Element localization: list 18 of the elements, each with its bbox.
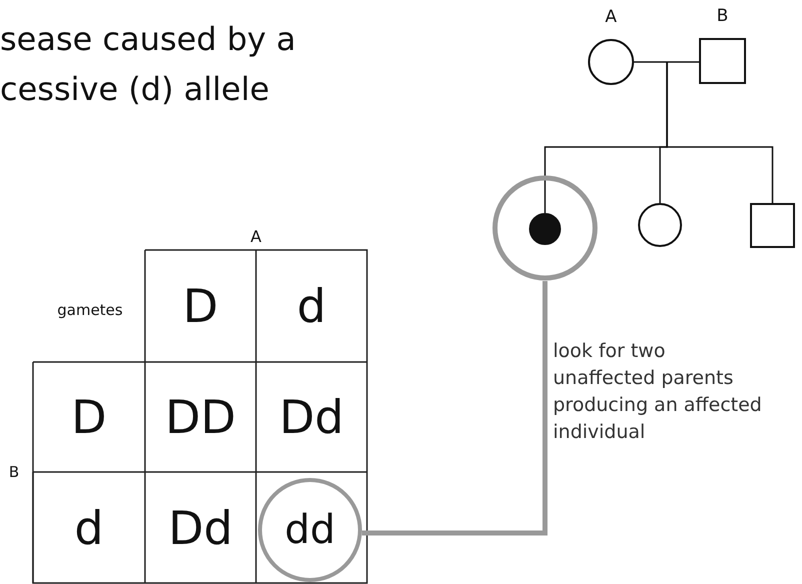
allele-label: d: [296, 278, 328, 335]
genotype-label: DD: [164, 389, 237, 446]
header-text: gametes: [56, 300, 124, 321]
column-label: A: [250, 226, 262, 248]
note-text: look for two unaffected parents producing an affected individual: [553, 339, 763, 445]
connector-line: [362, 281, 548, 536]
pedigree-line: [666, 62, 774, 203]
row-label: B: [8, 462, 20, 483]
allele-label: D: [70, 389, 108, 446]
genotype-label: Dd: [167, 500, 234, 556]
allele-label: d: [73, 500, 105, 556]
title: sease caused by a cessive (d) allele: [0, 19, 297, 110]
pedigree-line: [634, 61, 699, 63]
circled-genotype: dd: [258, 478, 362, 582]
genotype-label: Dd: [278, 389, 345, 446]
parent-label: B: [716, 6, 730, 26]
allele-label: D: [182, 278, 220, 335]
parent-label: A: [604, 7, 618, 27]
